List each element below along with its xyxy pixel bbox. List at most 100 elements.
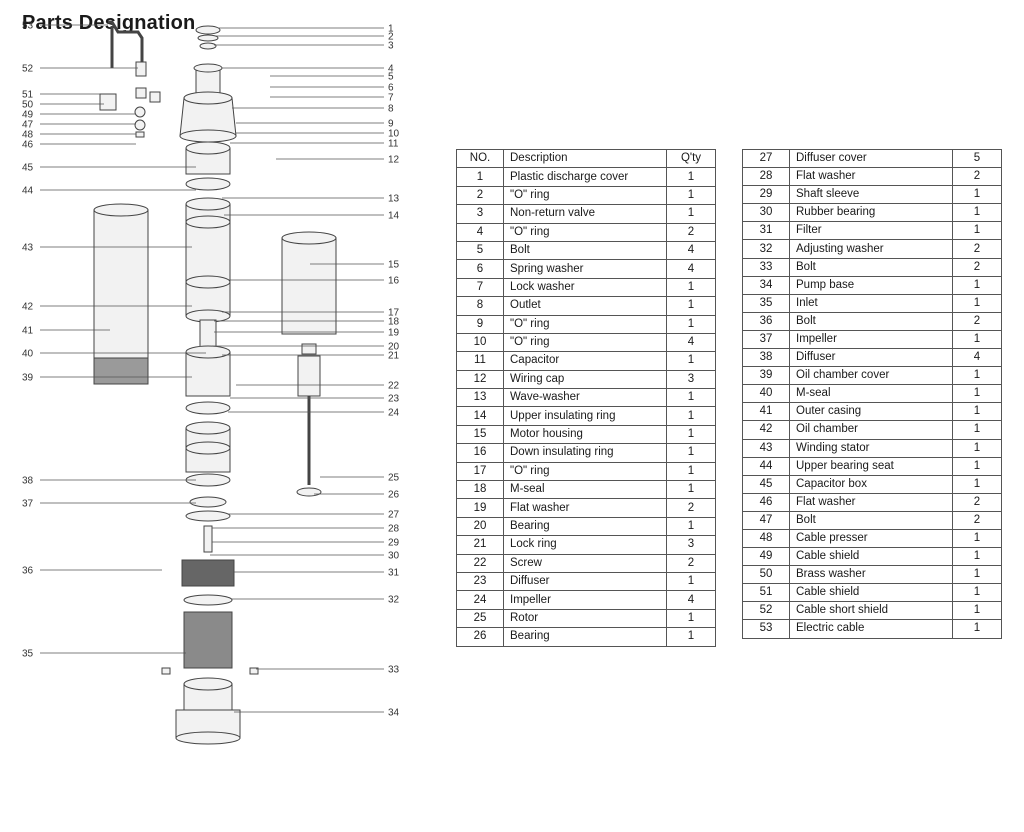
part-description: Bearing bbox=[503, 627, 667, 647]
part-description: Motor housing bbox=[503, 424, 667, 445]
part-quantity: 4 bbox=[666, 259, 716, 279]
part-quantity: 1 bbox=[666, 571, 716, 592]
callout-label: 42 bbox=[22, 302, 34, 313]
header-qty: Q'ty bbox=[666, 148, 716, 169]
part-number: 49 bbox=[742, 547, 790, 567]
rotor-shape bbox=[297, 355, 321, 397]
part-number: 11 bbox=[456, 351, 504, 371]
part-description: Bearing bbox=[503, 516, 667, 537]
header-description: Description bbox=[503, 148, 667, 169]
part-quantity: 3 bbox=[666, 369, 716, 390]
part-quantity: 4 bbox=[666, 332, 716, 353]
part-description: "O" ring bbox=[503, 314, 667, 334]
part-quantity: 1 bbox=[952, 474, 1002, 494]
part-description: Inlet bbox=[789, 293, 953, 313]
part-number: 16 bbox=[456, 443, 504, 463]
part-description: Rubber bearing bbox=[789, 203, 953, 223]
part-description: Winding stator bbox=[789, 438, 953, 458]
part-number: 25 bbox=[456, 608, 504, 629]
part-number: 44 bbox=[742, 456, 790, 476]
part-description: Brass washer bbox=[789, 565, 953, 585]
part-quantity: 1 bbox=[666, 296, 716, 316]
part-description: Upper insulating ring bbox=[503, 406, 667, 426]
callout-label: 20 bbox=[388, 342, 400, 353]
part-description: Rotor bbox=[503, 608, 667, 629]
part-number: 15 bbox=[456, 424, 504, 445]
callout-label: 13 bbox=[388, 194, 400, 205]
part-quantity: 1 bbox=[666, 627, 716, 647]
part-quantity: 2 bbox=[952, 167, 1002, 187]
part-number: 3 bbox=[456, 204, 504, 224]
part-quantity: 1 bbox=[666, 314, 716, 334]
callout-label: 29 bbox=[388, 538, 400, 549]
callout-label: 4 bbox=[388, 64, 394, 75]
callout-label: 18 bbox=[388, 317, 400, 328]
part-quantity: 1 bbox=[666, 443, 716, 463]
part-number: 47 bbox=[742, 510, 790, 530]
callout-label: 10 bbox=[388, 129, 400, 140]
callout-label: 16 bbox=[388, 276, 400, 287]
callout-label: 43 bbox=[22, 243, 34, 254]
part-description: Non-return valve bbox=[503, 204, 667, 224]
part-number: 37 bbox=[742, 329, 790, 350]
part-quantity: 1 bbox=[952, 384, 1002, 404]
part-quantity: 1 bbox=[666, 424, 716, 445]
part-number: 52 bbox=[742, 601, 790, 621]
part-quantity: 2 bbox=[666, 222, 716, 242]
part-number: 30 bbox=[742, 203, 790, 223]
callout-label: 17 bbox=[388, 308, 400, 319]
part-quantity: 1 bbox=[666, 277, 716, 298]
part-quantity: 5 bbox=[952, 148, 1002, 169]
part-quantity: 1 bbox=[952, 565, 1002, 585]
callout-label: 50 bbox=[22, 100, 34, 111]
callout-label: 25 bbox=[388, 473, 400, 484]
part-number: 31 bbox=[742, 221, 790, 241]
part-quantity: 1 bbox=[952, 420, 1002, 440]
part-number: 9 bbox=[456, 314, 504, 334]
part-description: "O" ring bbox=[503, 222, 667, 242]
callout-label: 40 bbox=[22, 349, 34, 360]
callout-label: 45 bbox=[22, 163, 34, 174]
callout-label: 46 bbox=[22, 140, 34, 151]
part-quantity: 1 bbox=[666, 516, 716, 537]
part-description: "O" ring bbox=[503, 332, 667, 353]
callout-label: 21 bbox=[388, 351, 400, 362]
part-number: 22 bbox=[456, 553, 504, 573]
part-description: M-seal bbox=[789, 384, 953, 404]
part-number: 2 bbox=[456, 185, 504, 206]
callout-label: 32 bbox=[388, 595, 400, 606]
callout-label: 47 bbox=[22, 120, 34, 131]
part-description: Diffuser bbox=[789, 348, 953, 368]
part-description: Down insulating ring bbox=[503, 443, 667, 463]
callout-label: 8 bbox=[388, 104, 394, 115]
part-number: 40 bbox=[742, 384, 790, 404]
callout-label: 24 bbox=[388, 408, 400, 419]
part-number: 18 bbox=[456, 480, 504, 500]
part-quantity: 1 bbox=[666, 351, 716, 371]
part-description: Lock ring bbox=[503, 535, 667, 555]
part-quantity: 2 bbox=[952, 311, 1002, 331]
callout-label: 9 bbox=[388, 119, 394, 130]
motor-housing-shape bbox=[281, 237, 337, 335]
